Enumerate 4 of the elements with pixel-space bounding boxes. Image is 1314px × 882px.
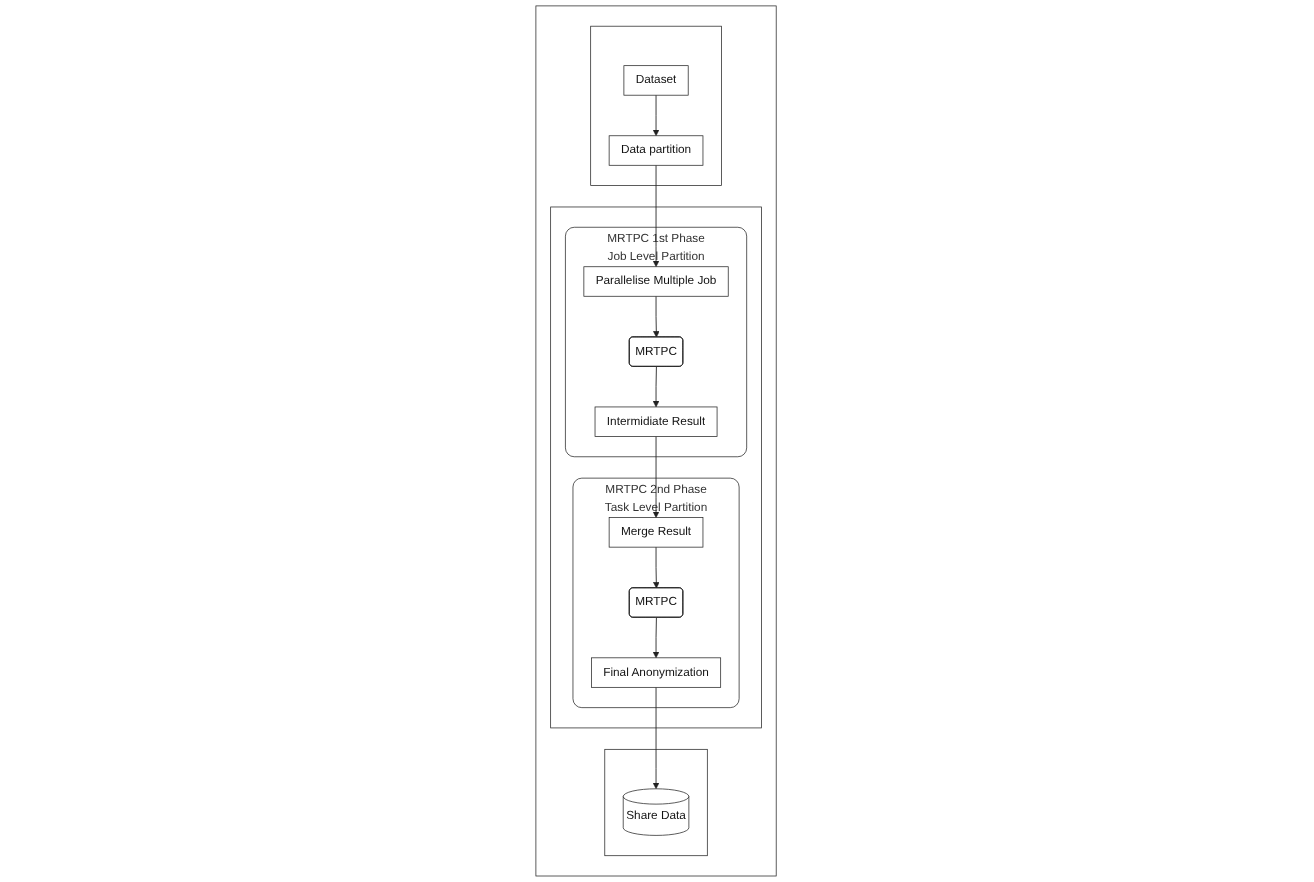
cluster	[591, 25, 723, 186]
cluster	[536, 5, 778, 877]
cluster	[551, 206, 763, 729]
cluster	[605, 749, 709, 857]
